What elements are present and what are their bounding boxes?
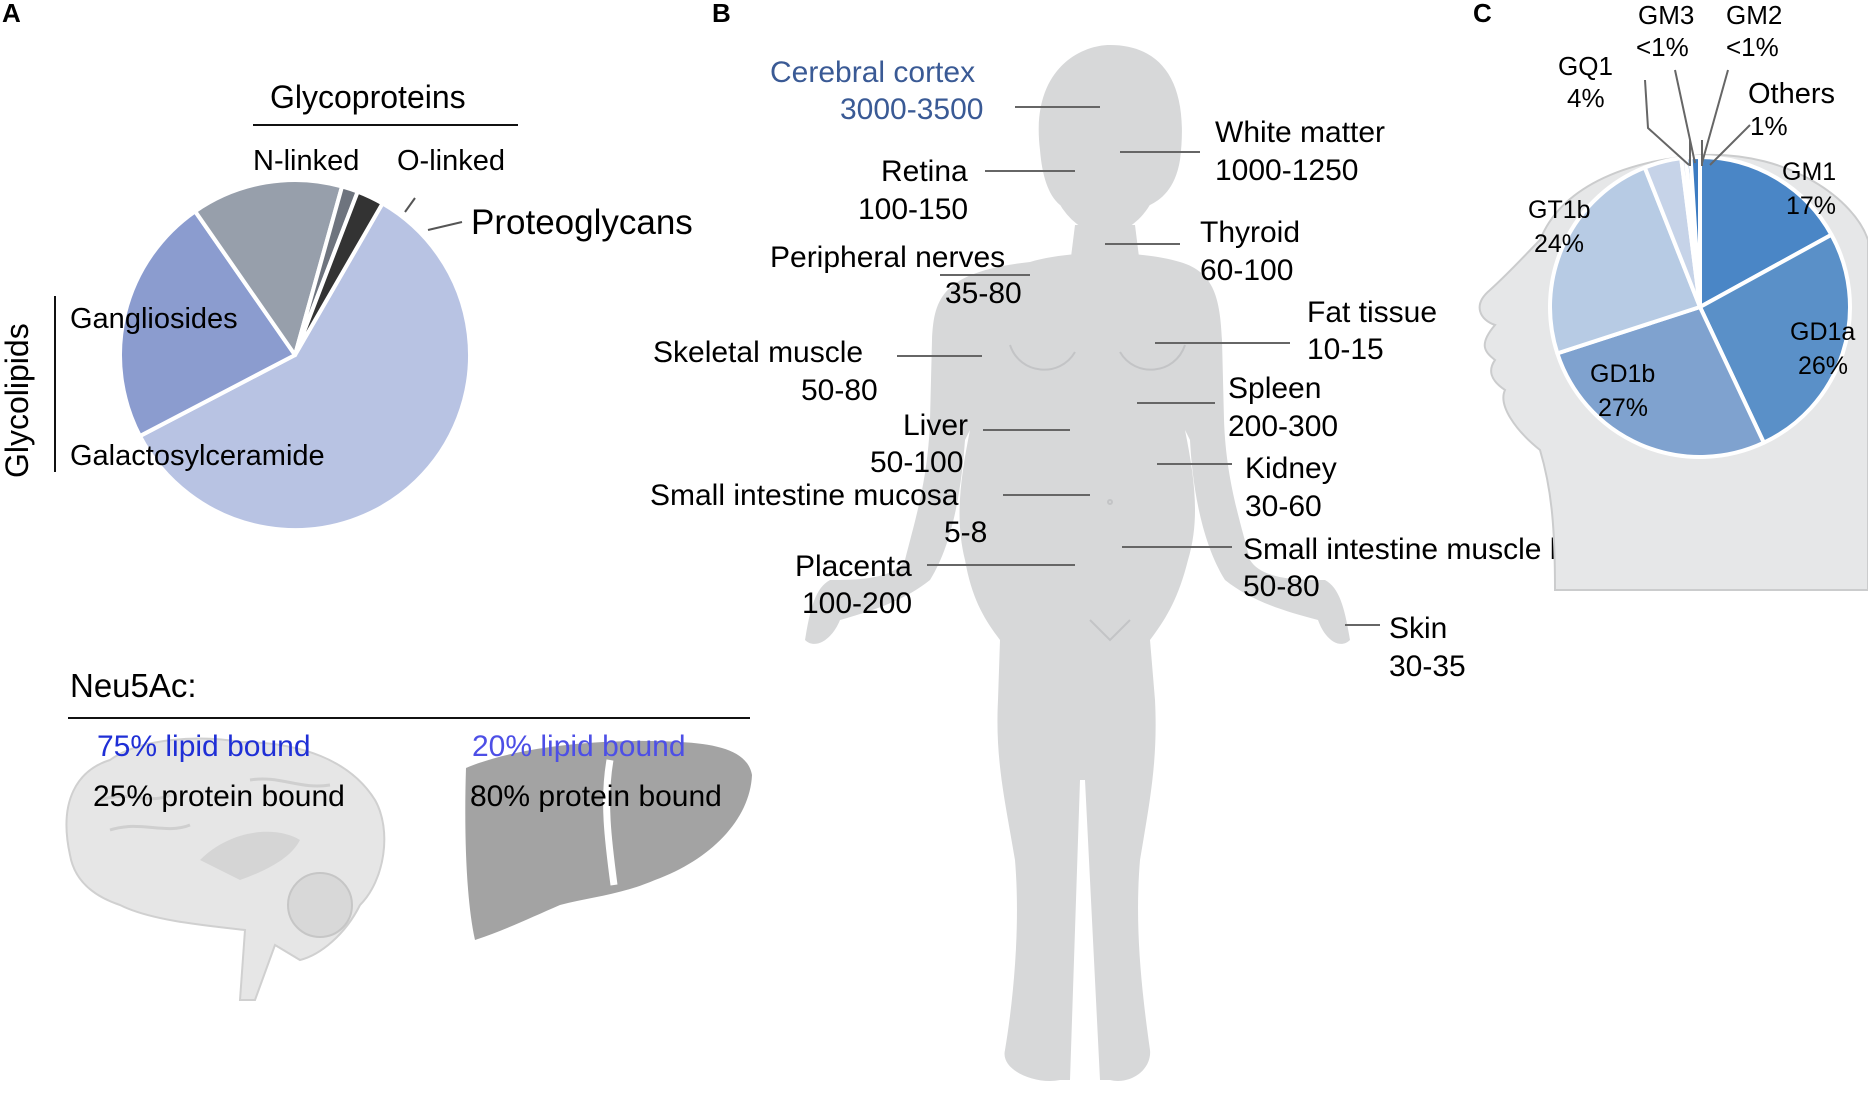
- tissue-value-spleen: 200-300: [1228, 410, 1338, 443]
- tissue-name-spleen: Spleen: [1228, 372, 1321, 405]
- label-gm1-pct: 17%: [1786, 192, 1836, 220]
- pie-a-slice-gangliosides: [118, 209, 297, 439]
- tissue-name-skin: Skin: [1389, 612, 1447, 645]
- pie-chart-a: [118, 178, 472, 532]
- pie-a-slice-proteoglycans: [293, 189, 385, 357]
- tissue-value-white-matter: 1000-1250: [1215, 154, 1358, 187]
- tissue-value-cerebral-cortex: 3000-3500: [840, 93, 983, 126]
- glycoproteins-header: Glycoproteins: [270, 79, 466, 115]
- tissue-name-small-intestine-mucosa: Small intestine mucosa: [650, 479, 959, 512]
- liver-lipid-bound: 20% lipid bound: [472, 730, 686, 763]
- liver-icon: [465, 740, 752, 940]
- tissue-name-liver: Liver: [903, 409, 968, 442]
- tissue-name-thyroid: Thyroid: [1200, 216, 1300, 249]
- tissue-name-white-matter: White matter: [1215, 116, 1385, 149]
- label-gt1b-pct: 24%: [1534, 230, 1584, 258]
- glycolipids-label: Glycolipids: [0, 323, 35, 478]
- brain-icon: [65, 737, 386, 1001]
- body-features: [1009, 344, 1186, 642]
- label-gd1b-pct: 27%: [1598, 394, 1648, 422]
- human-body-silhouette: [805, 45, 1350, 1081]
- label-gangliosides: Gangliosides: [70, 303, 238, 335]
- label-galactosylceramide: Galactosylceramide: [70, 440, 325, 472]
- label-n-linked: N-linked: [253, 145, 359, 177]
- tissue-value-fat-tissue: 10-15: [1307, 333, 1384, 366]
- label-gm3: GM3: [1638, 0, 1694, 30]
- brain-protein-bound: 25% protein bound: [93, 780, 345, 813]
- label-gd1a-pct: 26%: [1798, 352, 1848, 380]
- o-linked-leader: [404, 197, 416, 213]
- label-gd1b: GD1b: [1590, 360, 1655, 388]
- label-o-linked: O-linked: [397, 145, 505, 177]
- tissue-name-placenta: Placenta: [795, 550, 912, 583]
- panel-a-label: A: [2, 0, 21, 28]
- brain-lipid-bound: 75% lipid bound: [97, 730, 311, 763]
- pie-chart-c: [1548, 155, 1852, 459]
- tissue-value-kidney: 30-60: [1245, 490, 1322, 523]
- tissue-value-small-intestine-mucosa: 5-8: [944, 516, 987, 549]
- tissue-value-small-intestine-muscle: 50-80: [1243, 570, 1320, 603]
- tissue-value-thyroid: 60-100: [1200, 254, 1293, 287]
- tissue-name-small-intestine-muscle: Small intestine muscle layer: [1243, 533, 1615, 566]
- label-gd1a: GD1a: [1790, 318, 1855, 346]
- neu5ac-title: Neu5Ac:: [70, 667, 197, 704]
- small-slice-leaders: [1644, 69, 1751, 166]
- tissue-value-peripheral-nerves: 35-80: [945, 277, 1022, 310]
- tissue-name-kidney: Kidney: [1245, 452, 1337, 485]
- tissue-name-cerebral-cortex: Cerebral cortex: [770, 56, 975, 89]
- label-gm3-pct: <1%: [1636, 32, 1689, 62]
- label-gm2: GM2: [1726, 0, 1782, 30]
- label-gm1: GM1: [1782, 158, 1836, 186]
- panel-b-label: B: [712, 0, 731, 28]
- tissue-name-skeletal-muscle: Skeletal muscle: [653, 336, 863, 369]
- liver-protein-bound: 80% protein bound: [470, 780, 722, 813]
- label-gm2-pct: <1%: [1726, 32, 1779, 62]
- tissue-value-placenta: 100-200: [802, 587, 912, 620]
- label-gq1: GQ1: [1558, 51, 1613, 81]
- tissue-name-fat-tissue: Fat tissue: [1307, 296, 1437, 329]
- pie-c-slice-gd1a: [1698, 232, 1852, 445]
- pie-a-slice-galactosylceramide: [137, 201, 472, 532]
- label-gt1b: GT1b: [1528, 196, 1591, 224]
- tissue-value-skin: 30-35: [1389, 650, 1466, 683]
- label-others: Others: [1748, 78, 1835, 110]
- panel-c-label: C: [1473, 0, 1492, 28]
- proteoglycans-leader: [427, 221, 463, 231]
- tissue-value-liver: 50-100: [870, 446, 963, 479]
- label-proteoglycans: Proteoglycans: [471, 203, 693, 242]
- tissue-name-peripheral-nerves: Peripheral nerves: [770, 241, 1005, 274]
- label-others-pct: 1%: [1750, 111, 1788, 141]
- tissue-value-skeletal-muscle: 50-80: [801, 374, 878, 407]
- pie-c-slice-gd1b: [1555, 305, 1766, 459]
- tissue-value-retina: 100-150: [858, 193, 968, 226]
- tissue-name-retina: Retina: [881, 155, 968, 188]
- pie-c-slice-gm1: [1698, 155, 1834, 309]
- label-gq1-pct: 4%: [1567, 83, 1605, 113]
